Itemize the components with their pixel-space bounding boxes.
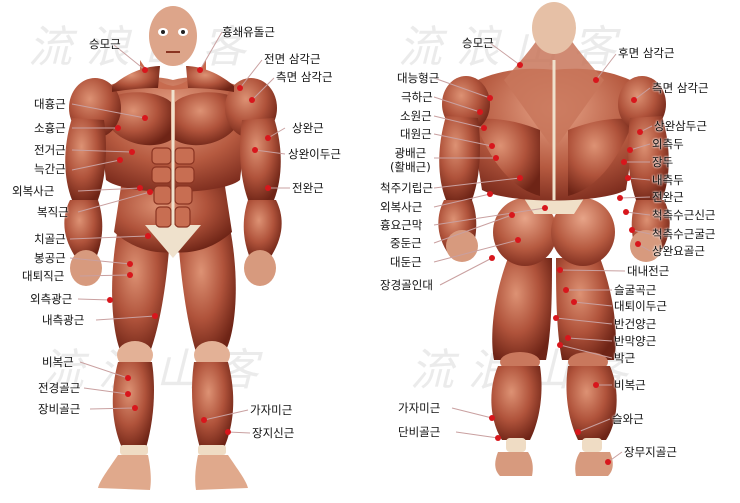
label-back-forearm: 전완근 (652, 190, 684, 204)
label-front-biceps-brachii: 상완이두근 (288, 147, 341, 161)
label-front-sartorius: 봉공근 (34, 251, 66, 265)
label-back-it-band: 장경골인대 (380, 278, 433, 292)
label-front-tibialis-anterior: 전경골근 (38, 381, 81, 395)
label-back-semitendinosus: 슬굴곡근 (614, 283, 657, 297)
front-leader-lines (69, 31, 290, 434)
label-back-semimembranosus: 반건양근 (614, 317, 657, 331)
label-back-flexor-carpi-ulnaris: 척측수근신근 (652, 208, 716, 222)
label-front-sternocleidomastoid: 흉쇄유돌근 (222, 25, 275, 39)
label-back-flexor-carpi-2: 척측수근굴근 (652, 227, 716, 241)
front-figure (64, 6, 282, 490)
label-back-teres-minor: 소원근 (400, 109, 432, 123)
label-back-latissimus: 광배근(활배근) (390, 146, 431, 174)
label-front-vastus-medialis: 내측광근 (42, 313, 85, 327)
label-back-latissimus-line1: 광배근 (394, 146, 427, 160)
label-front-intercostal: 늑간근 (34, 162, 66, 176)
label-front-ext-digitorum: 장지신근 (252, 426, 295, 440)
label-back-rhomboid: 대능형근 (397, 71, 440, 85)
label-back-long-head: 장두 (652, 155, 674, 169)
label-back-biceps-femoris: 대퇴이두근 (614, 299, 667, 313)
label-back-gracilis: 박근 (614, 351, 636, 365)
label-front-forearm: 전완근 (292, 181, 324, 195)
label-back-brachioradialis: 상완요골근 (652, 244, 705, 258)
label-front-external-oblique: 외복사근 (12, 184, 55, 198)
label-back-soleus: 가자미근 (398, 401, 441, 415)
label-front-pectoralis-minor: 소흉근 (34, 121, 66, 135)
label-back-popliteus: 슬와근 (612, 412, 644, 426)
label-front-serratus-anterior: 전거근 (34, 143, 66, 157)
label-back-lumbar-fascia: 흉요근막 (380, 218, 423, 232)
pointer-dots (107, 62, 643, 465)
label-back-adductor: 대내전근 (627, 264, 670, 278)
label-back-erector-spinae: 척주기립근 (380, 181, 433, 195)
label-back-teres-major: 대원근 (400, 127, 432, 141)
label-back-lateral-head: 외측두 (652, 137, 684, 151)
label-back-posterior-deltoid: 후면 삼각근 (618, 46, 675, 60)
label-back-flexor-hallucis: 장무지골근 (624, 445, 677, 459)
label-front-anterior-deltoid: 전면 삼각근 (264, 52, 321, 66)
label-front-rectus-femoris: 대퇴직근 (22, 269, 65, 283)
label-front-gastrocnemius: 비복근 (42, 355, 74, 369)
label-back-trapezius: 승모근 (462, 36, 494, 50)
back-figure (438, 2, 670, 476)
back-leader-lines (433, 42, 653, 463)
label-back-gluteus-maximus: 대둔근 (390, 255, 422, 269)
label-back-medial-head: 내측두 (652, 173, 684, 187)
label-back-lateral-deltoid: 측면 삼각근 (652, 81, 709, 95)
label-back-peroneus: 단비골근 (398, 425, 441, 439)
label-front-rectus-abdominis: 복직근 (37, 205, 69, 219)
label-front-pectineus: 치골근 (34, 232, 66, 246)
label-front-ext-hallucis: 가자미근 (250, 403, 293, 417)
label-back-gluteus-medius: 중둔근 (390, 236, 422, 250)
label-back-infraspinatus: 극하근 (401, 90, 433, 104)
label-back-gastrocnemius: 비복근 (614, 378, 646, 392)
label-front-biceps: 상완근 (292, 121, 324, 135)
label-back-latissimus-line2: (활배근) (390, 160, 431, 174)
label-front-lateral-deltoid: 측면 삼각근 (276, 70, 333, 84)
label-front-pectoralis-major: 대흉근 (34, 97, 66, 111)
label-back-ext-oblique: 외복사근 (380, 200, 423, 214)
label-front-vastus-lateralis: 외측광근 (30, 292, 73, 306)
label-back-triceps-upper: 상완삼두근 (654, 119, 707, 133)
label-back-semimembranosus2: 반막양근 (614, 334, 657, 348)
label-front-soleus: 장비골근 (38, 402, 81, 416)
watermark-text-front: 流 浪 山 客 (28, 22, 251, 73)
label-front-trapezius: 승모근 (89, 37, 121, 51)
